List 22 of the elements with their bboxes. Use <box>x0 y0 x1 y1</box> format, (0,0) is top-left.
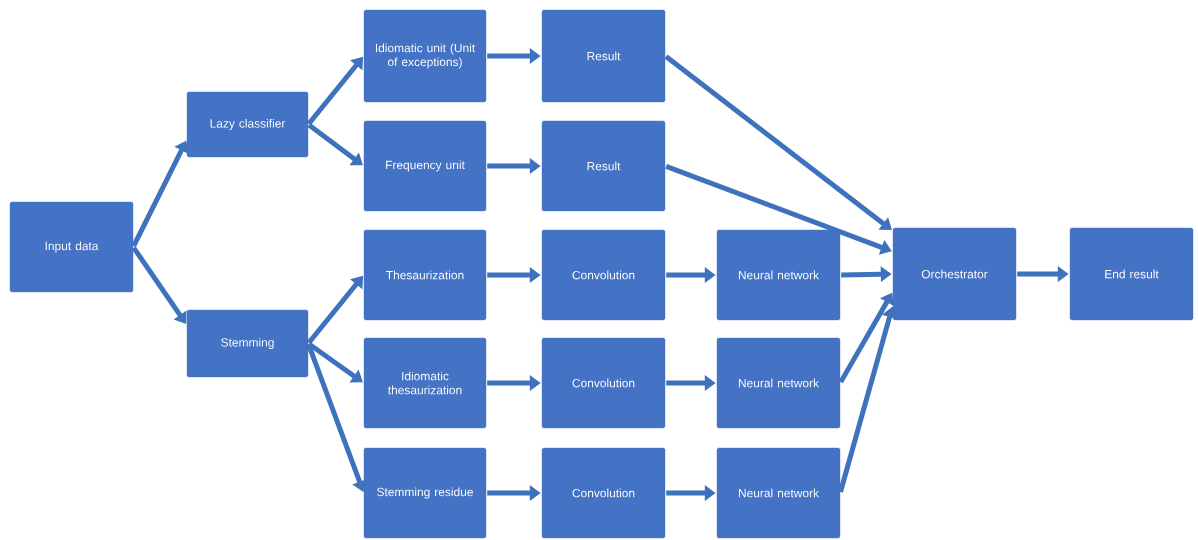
process-box: Input data <box>9 201 134 293</box>
process-box: Stemming <box>186 309 309 378</box>
arrow <box>306 343 368 492</box>
process-box: Lazy classifier <box>186 91 309 158</box>
process-box: Thesaurization <box>363 229 487 321</box>
arrow <box>307 123 363 166</box>
process-box: Result <box>541 120 666 212</box>
arrow <box>307 342 363 383</box>
process-box: Idiomatic thesaurization <box>363 337 487 429</box>
process-box: Idiomatic unit (Unit of exceptions) <box>363 9 487 103</box>
process-box: Neural network <box>716 337 841 429</box>
process-box: Neural network <box>716 447 841 539</box>
process-box: Frequency unit <box>363 120 487 212</box>
process-box: Neural network <box>716 229 841 321</box>
process-box: Convolution <box>541 229 666 321</box>
process-box: Orchestrator <box>892 227 1017 321</box>
process-box: Result <box>541 9 666 103</box>
process-box: Convolution <box>541 447 666 539</box>
process-box: End result <box>1069 227 1194 321</box>
process-box: Convolution <box>541 337 666 429</box>
arrow <box>664 54 892 231</box>
process-box: Stemming residue <box>363 447 487 539</box>
